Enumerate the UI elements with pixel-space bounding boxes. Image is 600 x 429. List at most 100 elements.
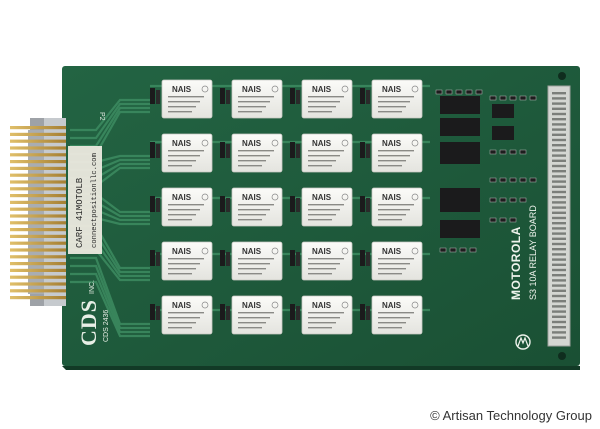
relay: NAIS — [150, 79, 213, 119]
sticker-line1: CARF 41MOTOLB — [75, 177, 85, 248]
smd-component — [499, 197, 507, 203]
connector-pin — [10, 139, 66, 143]
edge-connector-pin — [552, 331, 566, 334]
connector-pin — [10, 146, 66, 150]
smd-component — [519, 95, 527, 101]
edge-connector-pin — [552, 164, 566, 168]
pcb-edge — [62, 366, 580, 370]
relay: NAIS — [360, 241, 423, 281]
connector-pin — [10, 248, 66, 252]
connector-pin — [10, 160, 66, 164]
edge-connector-pin — [552, 237, 566, 240]
small-components — [435, 89, 537, 253]
edge-connector-pin — [552, 107, 566, 110]
edge-connector-pin — [552, 305, 566, 308]
relay-brand-label: NAIS — [242, 85, 262, 94]
smd-component — [475, 89, 483, 95]
connector-pin — [10, 126, 66, 130]
relay: NAIS — [150, 295, 213, 335]
smd-component — [519, 197, 527, 203]
relay: NAIS — [360, 187, 423, 227]
relay-brand-label: NAIS — [172, 85, 192, 94]
smd-component — [469, 247, 477, 253]
smd-component — [519, 149, 527, 155]
label-sticker: CARF 41MOTOLB connectpositionllc.com — [68, 146, 102, 254]
smd-component — [465, 89, 473, 95]
relay-brand-label: NAIS — [172, 247, 192, 256]
smd-component — [459, 247, 467, 253]
edge-connector-pin — [552, 284, 566, 287]
relay-brand-label: NAIS — [382, 247, 402, 256]
smd-component — [449, 247, 457, 253]
edge-connector-pin — [552, 149, 566, 152]
copyright-notice: © Artisan Technology Group — [430, 408, 592, 423]
edge-connector-pin — [552, 211, 566, 214]
edge-connector-pin — [552, 315, 566, 318]
edge-connector-pin — [552, 180, 566, 183]
connector-pin — [10, 194, 66, 198]
connector-pin — [10, 180, 66, 184]
smd-component — [439, 247, 447, 253]
relay: NAIS — [150, 133, 213, 173]
connector-pin — [10, 214, 66, 218]
edge-connector-pin — [552, 102, 566, 105]
edge-connector-pin — [552, 128, 566, 131]
edge-connector-pin — [552, 97, 566, 100]
edge-connector-pin — [552, 300, 566, 303]
connector-pin — [10, 166, 66, 170]
connector-pin — [10, 187, 66, 191]
relay: NAIS — [220, 187, 283, 227]
relay: NAIS — [290, 79, 353, 119]
edge-connector-pin — [552, 196, 566, 199]
connector-pin — [10, 282, 66, 286]
relay-brand-label: NAIS — [242, 139, 262, 148]
motorola-logo-m — [517, 336, 529, 347]
connector-pin — [10, 234, 66, 238]
relay: NAIS — [290, 187, 353, 227]
connector-pin — [10, 153, 66, 157]
edge-connector-pin — [552, 92, 566, 95]
edge-connector-pin — [552, 216, 566, 220]
edge-connector-pin — [552, 227, 566, 230]
edge-connector-pin — [552, 294, 566, 298]
edge-connector-pin — [552, 336, 566, 339]
relay-brand-label: NAIS — [312, 247, 332, 256]
svg-text:CDS 2436: CDS 2436 — [103, 310, 110, 342]
relay: NAIS — [290, 133, 353, 173]
edge-connector-pin — [552, 242, 566, 246]
connector-pin — [10, 255, 66, 259]
relay-brand-label: NAIS — [312, 139, 332, 148]
smd-component — [499, 217, 507, 223]
pcb-trace — [70, 264, 150, 330]
smd-component — [499, 95, 507, 101]
relay-brand-label: NAIS — [172, 301, 192, 310]
connector-label-p2: P2 — [98, 112, 105, 121]
smd-component — [529, 177, 537, 183]
connector-pin — [10, 173, 66, 177]
sticker-line2: connectpositionllc.com — [91, 153, 99, 248]
board-name: S3 10A RELAY BOARD — [528, 205, 538, 300]
smd-component — [509, 95, 517, 101]
copyright-symbol: © — [430, 408, 440, 423]
relay-brand-label: NAIS — [172, 193, 192, 202]
smd-component — [489, 197, 497, 203]
connector-pins — [10, 126, 66, 300]
relay-brand-label: NAIS — [382, 139, 402, 148]
svg-text:CDS: CDS — [76, 299, 101, 346]
svg-text:INC.: INC. — [89, 280, 96, 294]
edge-connector-pin — [552, 170, 566, 173]
smd-component — [489, 177, 497, 183]
relay-brand-label: NAIS — [382, 301, 402, 310]
edge-connector-pin — [552, 258, 566, 261]
connector-pin — [10, 200, 66, 204]
relay-brand-label: NAIS — [382, 193, 402, 202]
edge-connector-pin — [552, 112, 566, 116]
smd-component — [489, 95, 497, 101]
edge-connector-pin — [552, 248, 566, 251]
edge-connector-pin — [552, 201, 566, 204]
ic-chips — [440, 96, 514, 238]
connector-pin — [10, 221, 66, 225]
pcb-trace — [70, 272, 150, 334]
edge-connector-pin — [552, 118, 566, 121]
relay: NAIS — [220, 241, 283, 281]
